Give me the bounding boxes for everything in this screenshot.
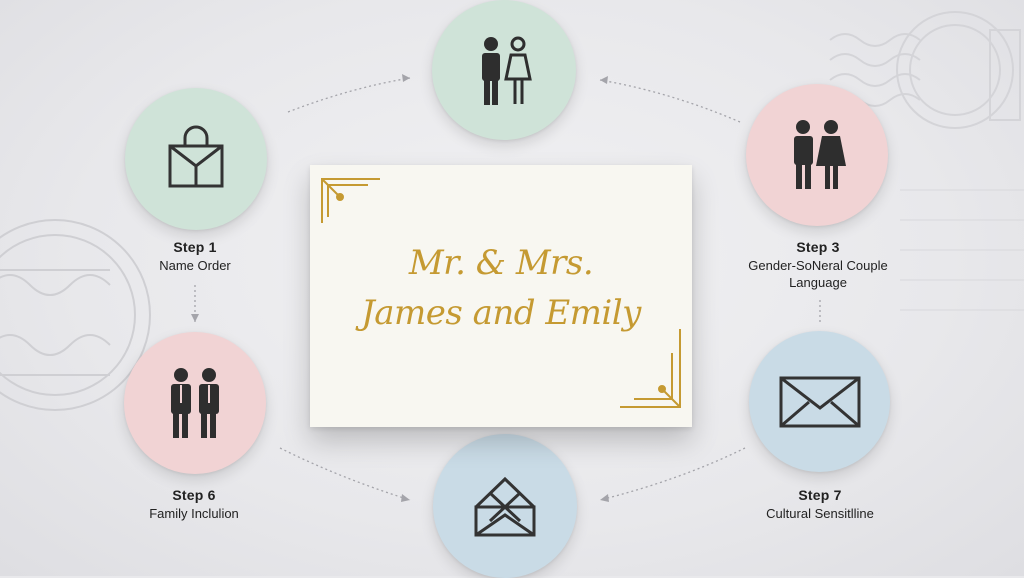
card-line-1: Mr. & Mrs. (408, 243, 594, 283)
couple-icon (794, 120, 846, 189)
step3-number: Step 3 (796, 239, 840, 255)
step7-label-group: Step 7 Cultural Sensitlline (740, 486, 900, 522)
right-guide-lines (900, 189, 1024, 311)
arrow-step1-top (287, 77, 411, 113)
bag-envelope-icon (168, 125, 224, 188)
step6-label: Family Inclulion (149, 505, 239, 521)
top-left-gold-corner-icon (321, 178, 380, 223)
left-postmark (0, 219, 151, 411)
arrow-step3-top (599, 79, 741, 123)
step3-label-group: Step 3 Gender-SoNeral Couple Language (720, 238, 916, 292)
node-step3 (746, 84, 888, 226)
geometric-envelope-icon (474, 476, 536, 537)
bottom-right-gold-corner-icon (620, 329, 681, 408)
step1-label: Name Order (159, 257, 231, 273)
node-step6 (124, 332, 266, 474)
couple-icon (482, 36, 532, 105)
arrow-step6-bottom (279, 447, 411, 501)
step6-label-group: Step 6 Family Inclulion (118, 486, 270, 522)
envelope-icon (779, 376, 860, 427)
top-right-postmark (829, 11, 1021, 129)
step6-number: Step 6 (172, 487, 216, 503)
place-card: Mr. & Mrs. James and Emily (310, 165, 692, 427)
node-bottom (433, 434, 577, 578)
step7-number: Step 7 (798, 487, 842, 503)
step7-label: Cultural Sensitlline (766, 505, 874, 521)
step1-label-group: Step 1 Name Order (120, 238, 270, 274)
card-line-2: James and Emily (361, 293, 641, 333)
arrowheads (191, 74, 609, 502)
step1-number: Step 1 (173, 239, 217, 255)
node-step7 (749, 331, 890, 472)
two-men-icon (171, 368, 219, 438)
node-top (432, 0, 576, 140)
step3-label: Gender-SoNeral Couple Language (748, 257, 888, 291)
node-step1 (125, 88, 267, 230)
arrow-step7-bottom (599, 447, 746, 501)
